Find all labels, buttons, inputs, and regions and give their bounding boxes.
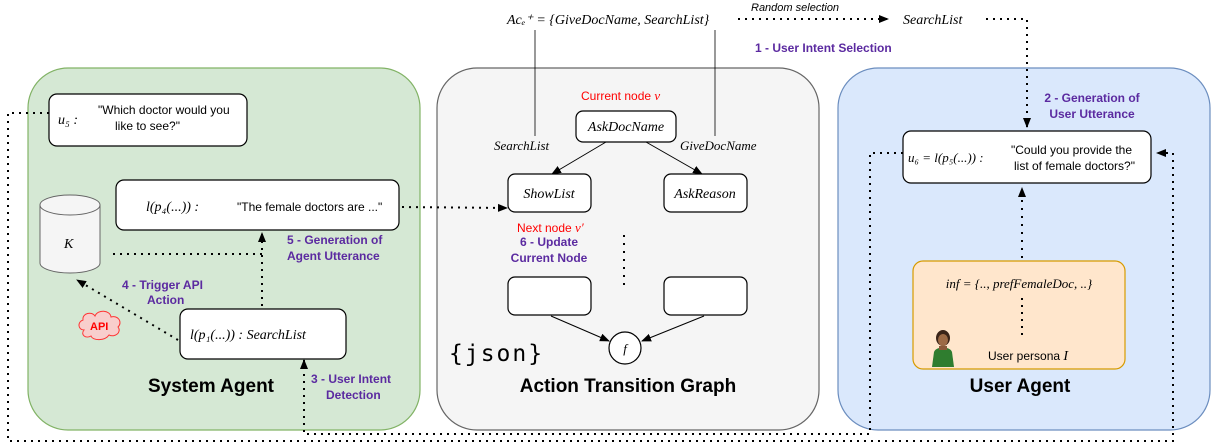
u6-text-line1: "Could you provide the — [1011, 143, 1132, 157]
selected-action: SearchList — [903, 13, 963, 28]
user-to-intent-detection-line — [300, 152, 903, 435]
l4-utterance-box — [115, 179, 400, 231]
u6-utterance-box — [902, 130, 1152, 184]
u5-text-line1: "Which doctor would you — [98, 103, 230, 117]
json-logo: {json} — [449, 341, 544, 367]
edge-givedocname-label: GiveDocName — [680, 138, 757, 153]
step4-line2: Action — [147, 293, 184, 307]
edge-left-to-final — [550, 315, 610, 342]
edge-root-to-askreason — [645, 141, 703, 175]
node-askreason — [663, 173, 748, 213]
l4-text: "The female doctors are ..." — [237, 200, 382, 214]
selected-action-to-user-line — [986, 18, 1031, 128]
edge-root-to-showlist — [551, 141, 607, 175]
u5-text-line2: like to see?" — [115, 119, 180, 133]
step5-line1: 5 - Generation of — [287, 233, 383, 247]
l1-text: l(p₁(...)) : SearchList — [190, 328, 307, 343]
step2-line1: 2 - Generation of — [1044, 91, 1140, 105]
u5-utterance-box — [48, 93, 248, 147]
knowledge-base-icon — [39, 194, 101, 274]
step1-label: 1 - User Intent Selection — [755, 41, 892, 55]
edge-right-to-final — [641, 315, 705, 342]
api-label: API — [90, 321, 108, 333]
step6-line1: 6 - Update — [520, 235, 578, 249]
node-empty-left — [507, 276, 592, 316]
step3-line2: Detection — [326, 388, 381, 402]
step3-line1: 3 - User Intent — [311, 372, 391, 386]
kb-label: K — [63, 237, 74, 252]
u5-label: u₅ : — [58, 113, 78, 128]
inf-text: inf = {.., prefFemaleDoc, ..} — [946, 276, 1093, 291]
random-selection-label: Random selection — [751, 2, 839, 14]
next-node-label: Next node v′ — [517, 220, 584, 235]
step4-line1: 4 - Trigger API — [122, 278, 203, 292]
action-graph-panel — [436, 67, 820, 431]
action-candidates: Acₑ⁺ = {GiveDocName, SearchList} — [506, 13, 710, 28]
persona-label: User persona I — [988, 349, 1069, 364]
node-showlist — [507, 173, 592, 213]
node-askdocname-label: AskDocName — [587, 120, 664, 135]
l4-formula: l(p₄(...)) : — [146, 200, 199, 215]
node-empty-right — [663, 276, 748, 316]
step5-line2: Agent Utterance — [287, 249, 380, 263]
user-persona-icon — [932, 330, 954, 367]
node-askreason-label: AskReason — [673, 187, 735, 202]
node-askdocname — [575, 110, 677, 143]
node-showlist-label: ShowList — [523, 187, 575, 202]
current-node-label: Current node v — [581, 88, 660, 103]
system-agent-title: System Agent — [148, 376, 275, 397]
u6-text-line2: list of female doctors?" — [1014, 159, 1135, 173]
step6-line2: Current Node — [511, 251, 588, 265]
persona-box — [912, 260, 1126, 370]
api-cloud-icon — [78, 310, 121, 341]
node-final-label: f — [623, 341, 629, 356]
u6-formula: u₆ = l(p₅(...)) : — [908, 150, 984, 165]
user-agent-title: User Agent — [970, 376, 1071, 397]
node-final — [608, 331, 642, 365]
action-graph-title: Action Transition Graph — [520, 376, 736, 397]
edge-searchlist-label: SearchList — [494, 138, 550, 153]
l1-intent-box — [179, 308, 347, 360]
step2-line2: User Utterance — [1049, 107, 1135, 121]
